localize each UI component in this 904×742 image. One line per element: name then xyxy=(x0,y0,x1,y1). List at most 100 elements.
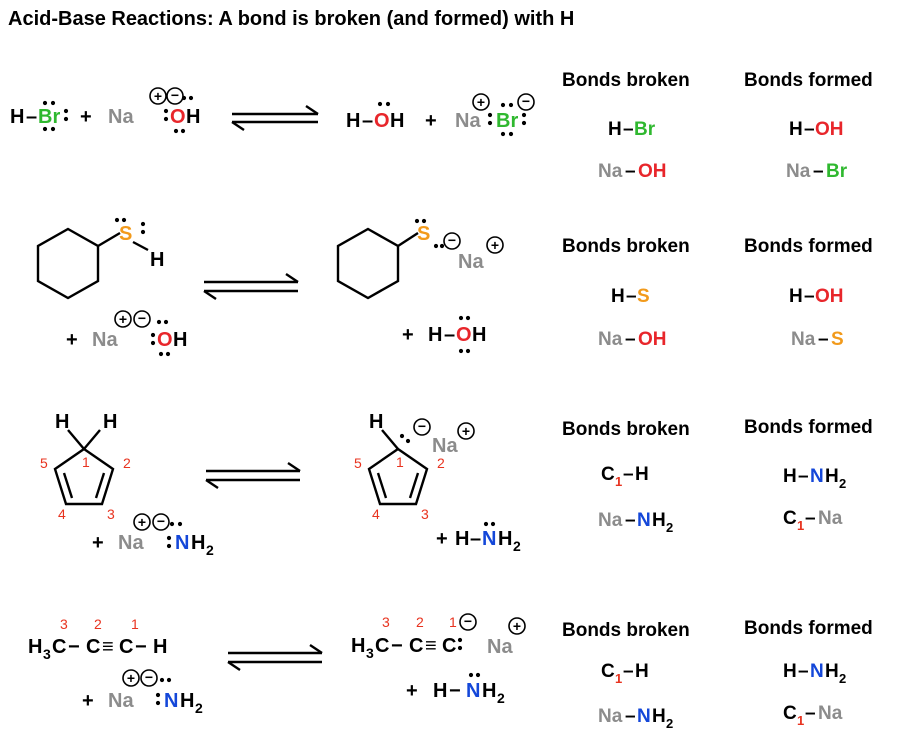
r4-p-hn-dash: − xyxy=(449,680,461,702)
r4-formed-1-h: H xyxy=(783,661,797,682)
svg-text:1: 1 xyxy=(396,454,404,470)
r1-p-dash: – xyxy=(362,110,373,132)
r4-p-na: Na xyxy=(487,636,513,658)
r2-broken-header: Bonds broken xyxy=(562,236,690,257)
r3-p-cyclopentadienide xyxy=(367,429,429,506)
r3-formed-2-na: Na xyxy=(818,508,843,529)
r4-formed-2-c: C xyxy=(783,703,797,724)
r4-equilibrium-arrow xyxy=(227,644,323,671)
r4-formed-1-sub: 2 xyxy=(839,671,846,686)
r4-p-locants: 3 2 1 xyxy=(382,614,457,630)
r3-h-1: H xyxy=(55,411,69,433)
r2-c-s-bond xyxy=(97,231,121,248)
svg-text:−: − xyxy=(138,310,146,326)
r3-formed-2-dash: – xyxy=(805,508,816,529)
reaction-4: 3 2 1 H 3 C − C ≡ C − H + Na + − N H 2 xyxy=(28,613,526,716)
svg-text:2: 2 xyxy=(94,616,102,632)
r3-p-charges: − + xyxy=(413,418,475,440)
r3-n: N xyxy=(175,532,189,554)
r2-formed-1-dash: – xyxy=(804,286,815,307)
r1-formed-header: Bonds formed xyxy=(744,70,873,91)
r3-broken-2-h: H xyxy=(652,510,666,531)
r3-p-nh-sub: 2 xyxy=(513,538,521,554)
r1-equilibrium-arrow xyxy=(231,105,319,131)
r2-charges: + − xyxy=(114,310,151,328)
r4-p-lone-pair xyxy=(457,637,463,651)
r2-broken-2-dash: – xyxy=(625,329,636,350)
r3-p-h: H xyxy=(369,411,383,433)
r2-formed-2-a: Na xyxy=(791,329,816,350)
r4-n: N xyxy=(164,690,178,712)
r4-hyphen-2: − xyxy=(135,636,147,658)
r1-broken-1-b: Br xyxy=(634,119,656,140)
r1-broken-2-a: Na xyxy=(598,161,623,182)
svg-text:1: 1 xyxy=(131,616,139,632)
svg-text:2: 2 xyxy=(416,614,424,630)
r1-h: H xyxy=(10,106,24,128)
r1-p-plus: + xyxy=(425,110,437,132)
r3-broken-1-dash: – xyxy=(623,464,634,485)
r3-h-2: H xyxy=(103,411,117,433)
r2-s: S xyxy=(119,223,132,245)
r4-p-c3: C xyxy=(375,635,389,657)
r2-p-charges: − + xyxy=(443,232,504,254)
svg-text:3: 3 xyxy=(60,616,68,632)
r4-p-n: N xyxy=(466,680,480,702)
r3-nh-sub: 2 xyxy=(206,542,214,558)
page-title: Acid-Base Reactions: A bond is broken (a… xyxy=(8,8,575,30)
r4-broken-header: Bonds broken xyxy=(562,620,690,641)
r2-p-h2: H xyxy=(472,324,486,346)
r4-p-nh-h: H xyxy=(482,680,496,702)
svg-text:2: 2 xyxy=(123,455,131,471)
r1-br: Br xyxy=(38,106,60,128)
r4-nh-sub: 2 xyxy=(195,700,203,716)
r4-p-hn-h: H xyxy=(433,680,447,702)
r3-broken-1-h: H xyxy=(635,464,649,485)
r4-na: Na xyxy=(108,690,134,712)
svg-text:−: − xyxy=(171,87,179,103)
r2-p-s-lone-pairs xyxy=(414,218,445,249)
r1-p-o-lone-pairs xyxy=(377,101,391,107)
r3-broken-1-sub: 1 xyxy=(615,474,622,489)
r4-p-n-lone-pair xyxy=(468,672,481,678)
r1-p-h2: H xyxy=(390,110,404,132)
reaction-1: H – Br + Na + − O H H xyxy=(10,87,535,137)
r1-p-br-lone-pairs xyxy=(487,102,527,137)
r4-hyphen-1: − xyxy=(68,636,80,658)
r3-formed-2-sub: 1 xyxy=(797,518,804,533)
svg-text:−: − xyxy=(418,418,426,434)
r1-p-h: H xyxy=(346,110,360,132)
r1-oh-lone-pairs xyxy=(163,95,194,134)
r1-broken-1-dash: – xyxy=(623,119,634,140)
svg-text:−: − xyxy=(522,93,530,109)
r2-o: O xyxy=(157,329,173,351)
r2-p-dash: – xyxy=(444,324,455,346)
svg-text:−: − xyxy=(157,513,165,529)
r4-nh-h: H xyxy=(180,690,194,712)
r3-p-nh-h: H xyxy=(498,528,512,550)
r1-p-na: Na xyxy=(455,110,481,132)
r4-broken-2-n: N xyxy=(637,706,651,727)
r1-br-lone-pairs xyxy=(42,100,69,132)
r4-broken-2-dash: – xyxy=(625,706,636,727)
r4-p-c1: C xyxy=(442,635,456,657)
r4-broken-1-sub: 1 xyxy=(615,671,622,686)
r3-formed-1-n: N xyxy=(810,466,824,487)
r4-c1: C xyxy=(119,636,133,658)
svg-text:+: + xyxy=(119,311,127,327)
r4-formed-1-n: N xyxy=(810,661,824,682)
r1-p-o: O xyxy=(374,110,390,132)
r4-formed-1-h2: H xyxy=(825,661,839,682)
r1-broken-2-dash: – xyxy=(625,161,636,182)
r2-equilibrium-arrow xyxy=(203,273,299,300)
r3-formed-2-c: C xyxy=(783,508,797,529)
svg-text:−: − xyxy=(464,613,472,629)
r4-triple: ≡ xyxy=(102,636,114,658)
r3-equilibrium-arrow xyxy=(205,462,301,489)
r4-p-hyphen: − xyxy=(391,635,403,657)
svg-text:+: + xyxy=(477,94,485,110)
r4-broken-1-dash: – xyxy=(623,661,634,682)
r1-dash: – xyxy=(26,106,37,128)
reaction-2: S H + Na + − O H xyxy=(36,217,504,357)
